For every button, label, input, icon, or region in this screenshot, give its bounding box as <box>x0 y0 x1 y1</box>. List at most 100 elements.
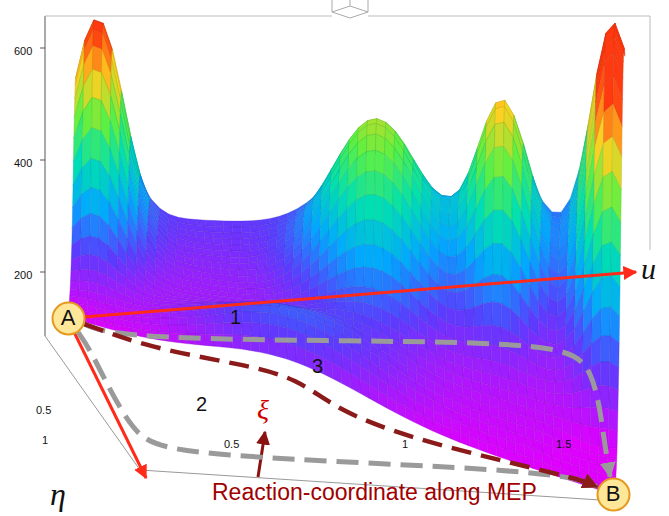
surface-patch <box>209 298 219 302</box>
surface-patch <box>555 355 565 371</box>
surface-patch <box>242 221 252 227</box>
surface-patch <box>455 326 465 342</box>
surface-patch <box>238 276 248 283</box>
surface-patch <box>492 274 502 303</box>
surface-patch <box>216 302 226 304</box>
surface-patch <box>188 310 198 317</box>
surface-patch <box>273 292 283 300</box>
surface-patch <box>222 245 232 251</box>
surface-patch <box>215 307 225 314</box>
surface-patch <box>218 299 228 302</box>
surface-patch <box>442 425 452 439</box>
surface-patch <box>374 220 384 248</box>
state-circle: A <box>51 301 86 336</box>
surface-patch <box>223 227 233 233</box>
surface-patch <box>241 233 251 240</box>
z-axis <box>45 16 46 336</box>
path-number-box: 2 <box>196 393 207 416</box>
surface-patch <box>366 171 376 195</box>
surface-patch <box>93 46 103 73</box>
surface-patch <box>229 276 239 283</box>
surface-patch <box>169 318 179 325</box>
surface-patch <box>170 305 180 308</box>
surface-patch <box>81 236 91 256</box>
surface-patch <box>205 220 215 226</box>
surface-patch <box>169 325 179 333</box>
surface-patch <box>206 308 216 315</box>
surface-patch <box>591 336 601 366</box>
surface-patch <box>460 433 470 446</box>
surface-patch <box>547 329 557 345</box>
surface-patch <box>71 256 81 272</box>
surface-patch <box>199 302 209 303</box>
surface-patch <box>374 195 384 224</box>
leader-line <box>258 432 265 477</box>
surface-patch <box>80 255 90 270</box>
surface-patch <box>491 361 501 377</box>
tick-label-box: 1.5 <box>556 434 571 452</box>
surface-patch <box>142 317 152 324</box>
surface-patch <box>247 276 257 283</box>
surface-patch <box>206 314 216 324</box>
surface-patch <box>494 122 504 148</box>
surface-patch <box>151 318 161 325</box>
surface-patch <box>79 281 89 291</box>
surface-patch <box>204 238 214 245</box>
surface-patch <box>500 347 510 366</box>
surface-patch <box>199 300 209 302</box>
surface-patch <box>214 323 224 335</box>
surface-patch <box>92 69 102 100</box>
surface-patch <box>230 263 240 270</box>
surface-patch <box>233 221 243 227</box>
surface-patch <box>346 247 356 271</box>
surface-patch <box>239 263 249 270</box>
surface-patch <box>351 374 361 393</box>
surface-patch <box>482 359 492 374</box>
surface-patch <box>232 227 242 233</box>
surface-patch <box>261 305 271 313</box>
surface-patch <box>456 269 466 293</box>
surface-patch <box>80 270 90 282</box>
surface-patch <box>447 291 457 310</box>
surface-patch <box>214 226 224 232</box>
frame-line <box>650 16 651 250</box>
surface-patch <box>465 285 475 310</box>
surface-patch <box>212 256 222 263</box>
surface-patch <box>366 150 376 172</box>
surface-patch <box>501 303 511 331</box>
surface-patch <box>215 313 225 323</box>
tick-label: 200 <box>14 269 32 281</box>
surface-patch <box>369 385 379 403</box>
surface-patch <box>189 301 199 303</box>
surface-patch <box>240 245 250 252</box>
surface-patch <box>91 159 101 191</box>
tick-label-box: 200 <box>14 265 32 283</box>
surface-patch <box>161 304 171 308</box>
surface-patch <box>291 301 301 306</box>
surface-patch <box>601 336 611 362</box>
surface-patch <box>197 309 207 316</box>
surface-patch <box>494 177 504 211</box>
path-number: 2 <box>196 393 207 415</box>
u-axis-label-box: u <box>641 252 656 287</box>
state-letter: A <box>51 306 86 330</box>
u-axis-label: u <box>641 252 656 285</box>
surface-patch <box>240 239 250 246</box>
tick <box>40 48 45 49</box>
surface-patch <box>356 220 366 247</box>
surface-patch <box>345 301 355 312</box>
surface-patch <box>469 436 479 449</box>
tick-label-box: 1 <box>42 430 48 448</box>
surface-patch <box>555 368 565 382</box>
surface-patch <box>208 301 218 303</box>
surface-patch <box>230 257 240 263</box>
surface-patch <box>251 323 261 338</box>
surface-patch <box>355 267 365 287</box>
tick-label: 600 <box>14 45 32 57</box>
surface-patch <box>327 302 337 310</box>
caption-note: Reaction-coordinate along MEP <box>212 479 537 505</box>
surface-patch <box>497 446 507 459</box>
surface-patch <box>171 302 181 305</box>
tick-label-box: 0.5 <box>36 400 51 418</box>
